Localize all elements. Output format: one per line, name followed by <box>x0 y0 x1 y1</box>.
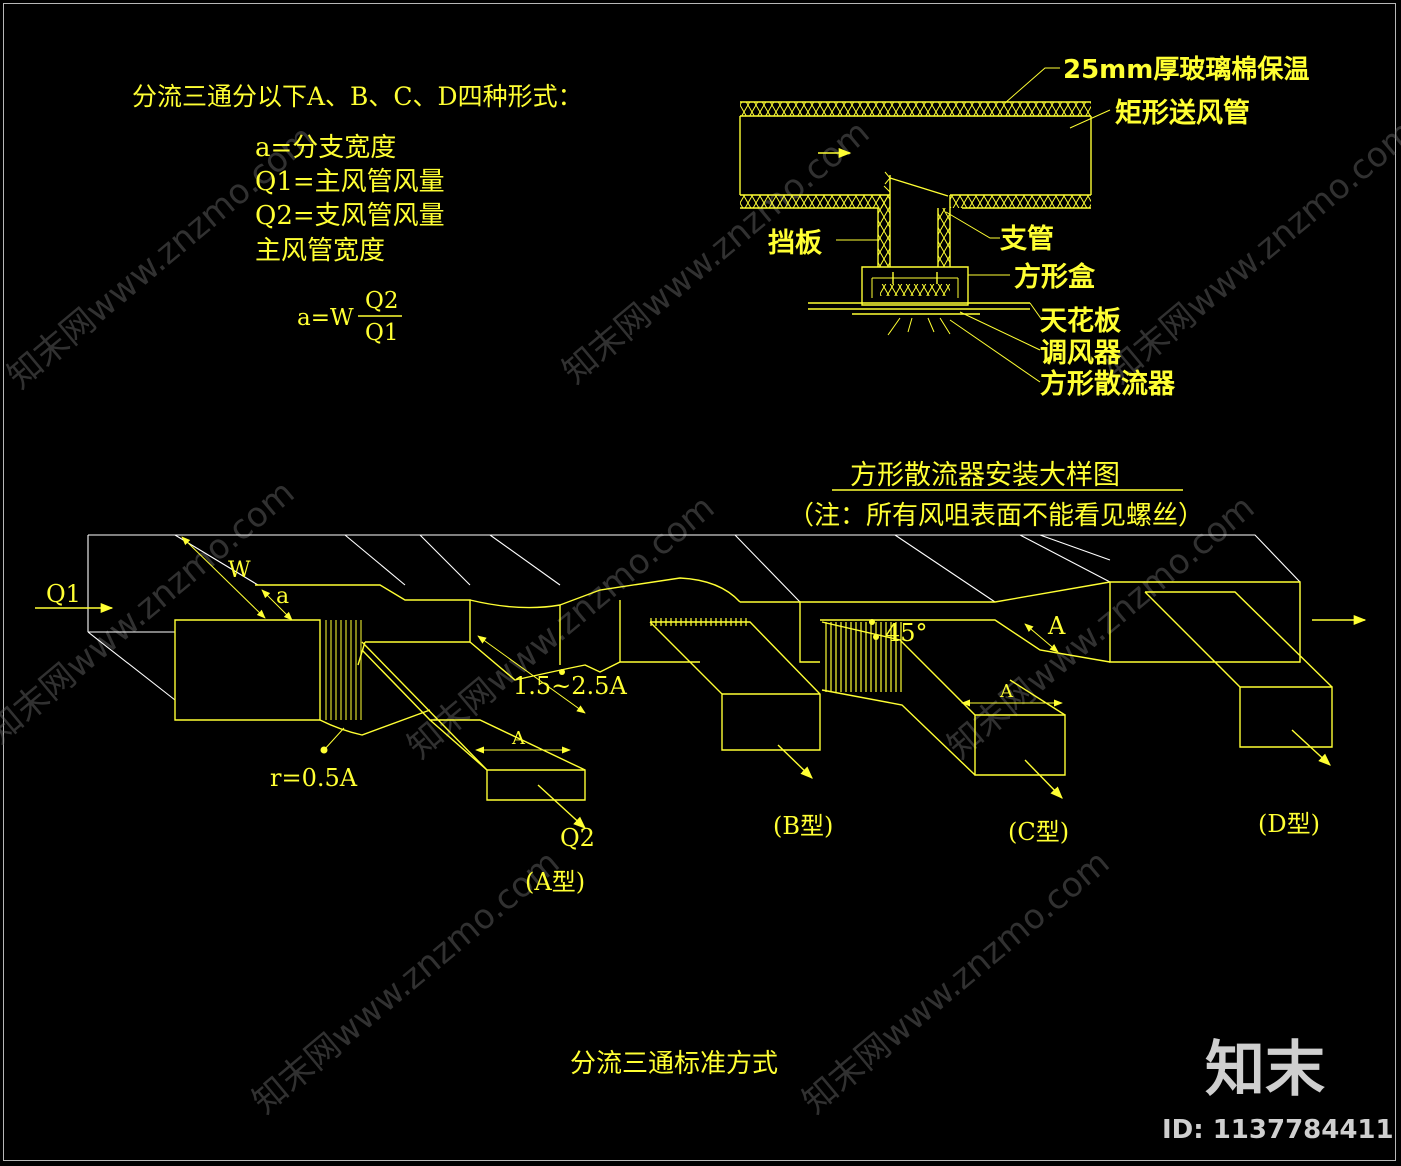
brand-id: ID: 1137784411 <box>1162 1115 1394 1145</box>
square-box <box>861 266 969 306</box>
label-a-branch: A <box>511 728 526 749</box>
branch-pipe-right-wall <box>938 208 950 267</box>
drawing-caption: 分流三通标准方式 <box>570 1049 778 1079</box>
damper-blade <box>889 177 949 197</box>
diffuser-vanes <box>887 317 951 336</box>
insulation-bottom-right <box>950 195 1091 208</box>
watermark-text: 知末网www.znzmo.com <box>1100 112 1401 391</box>
formula-lhs: a=W <box>297 305 354 331</box>
label-regulator: 调风器 <box>1040 338 1122 369</box>
label-supply-duct: 矩形送风管 <box>1115 98 1250 129</box>
tee-fittings-drawing: Q1 W a 1.5~2.5A r=0.5A A Q2 45° A A (A型)… <box>35 534 1367 1079</box>
label-angle: 45° <box>885 619 928 647</box>
label-type-c: (C型) <box>1008 818 1069 846</box>
formula-numerator: Q2 <box>365 288 399 314</box>
label-w: W <box>228 558 251 583</box>
label-ceiling: 天花板 <box>1040 306 1121 337</box>
branch-a <box>361 641 586 801</box>
label-type-d: (D型) <box>1258 810 1320 838</box>
drawing-frame <box>3 3 1396 1161</box>
detail-title: 方形散流器安装大样图 <box>850 460 1120 491</box>
branch-d <box>1110 581 1333 748</box>
branch-pipe-left-wall <box>878 195 890 267</box>
label-radius: r=0.5A <box>270 764 358 792</box>
label-a-small: a <box>276 584 289 609</box>
insulation-top <box>740 102 1091 116</box>
dim-ratio <box>477 635 586 714</box>
label-diffuser: 方形散流器 <box>1040 368 1176 400</box>
notes-block: 分流三通分以下A、B、C、D四种形式： a=分支宽度 Q1=主风管风量 Q2=支… <box>132 82 583 346</box>
label-insulation: 25mm厚玻璃棉保温 <box>1063 54 1309 85</box>
watermark-text: 知末网www.znzmo.com <box>400 487 722 766</box>
label-box: 方形盒 <box>1014 261 1096 293</box>
label-ratio: 1.5~2.5A <box>513 672 627 700</box>
brand-block: 知末 ID: 1137784411 <box>1162 1035 1394 1145</box>
watermark-text: 知末网www.znzmo.com <box>0 472 302 751</box>
notes-heading: 分流三通分以下A、B、C、D四种形式： <box>132 82 583 111</box>
diffuser-detail: 25mm厚玻璃棉保温 矩形送风管 挡板 支管 方形盒 天花板 调风器 方形散流器… <box>739 54 1309 531</box>
dim-a-right <box>1024 623 1059 653</box>
label-type-b: (B型) <box>773 812 833 840</box>
label-a-right: A <box>1047 612 1066 640</box>
watermark-text: 知末网www.znzmo.com <box>245 842 567 1121</box>
watermark-text: 知末网www.znzmo.com <box>555 112 877 391</box>
branch-b <box>649 621 821 751</box>
note-line: Q1=主风管风量 <box>255 167 445 197</box>
brand-logo: 知末 <box>1205 1035 1325 1105</box>
q2-arrow <box>537 784 586 829</box>
label-damper: 挡板 <box>768 228 822 259</box>
formula-denominator: Q1 <box>365 320 399 346</box>
label-type-a: (A型) <box>525 868 585 896</box>
note-line: a=分支宽度 <box>255 133 396 163</box>
label-q2: Q2 <box>560 824 595 852</box>
detail-note: （注：所有风咀表面不能看见螺丝） <box>788 501 1204 531</box>
insulation-bottom-left <box>740 195 890 208</box>
a-elbow-hatch <box>322 620 362 720</box>
dim-a-small <box>261 589 293 621</box>
label-q1: Q1 <box>46 580 81 608</box>
note-line: 主风管宽度 <box>255 236 385 266</box>
watermark-layer: 知末网www.znzmo.com 知末网www.znzmo.com 知末网www… <box>0 112 1401 1121</box>
note-line: Q2=支风管风量 <box>255 201 445 231</box>
watermark-text: 知末网www.znzmo.com <box>795 842 1117 1121</box>
c-branch-hatch <box>822 622 902 692</box>
label-a-c: A <box>999 681 1014 702</box>
label-branch: 支管 <box>1000 224 1054 255</box>
duct-a-front <box>174 619 321 721</box>
dim-w <box>181 536 266 619</box>
